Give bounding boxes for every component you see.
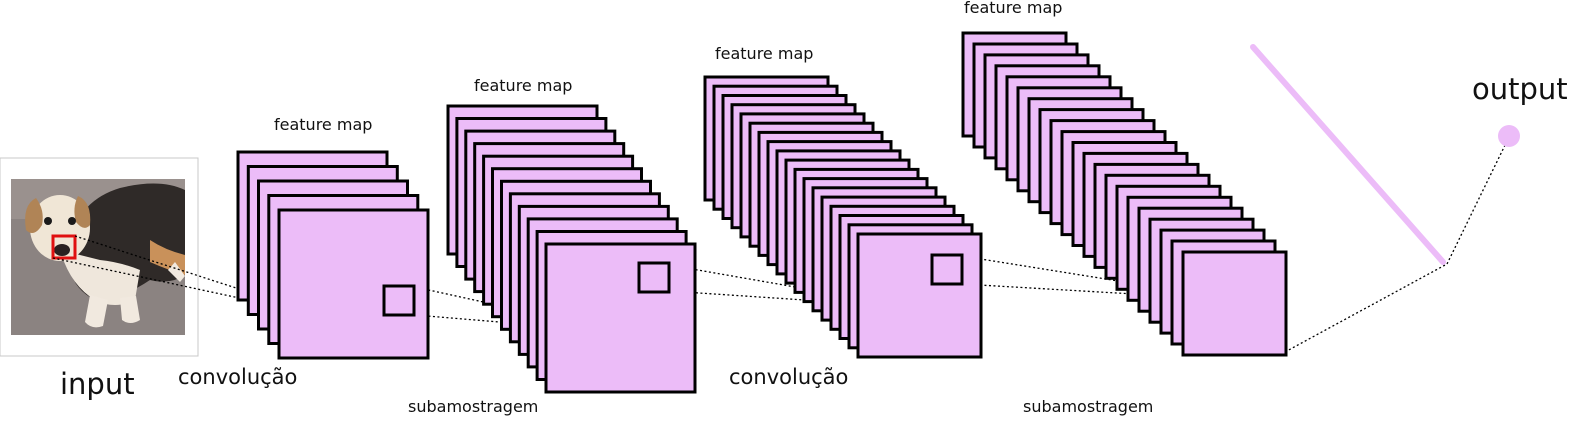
kernel-window-3 (930, 253, 964, 286)
receptive-field-marker (51, 234, 77, 260)
kernel-window-2 (637, 261, 671, 294)
feature-map-label-1: feature map (274, 115, 373, 134)
input-image (0, 157, 199, 357)
output-node (1498, 125, 1520, 147)
kernel-window-1 (382, 284, 416, 317)
input-label: input (60, 367, 135, 401)
convolution-label-2: convolução (729, 365, 849, 389)
feature-map (277, 208, 430, 360)
feature-map-stacks (236, 31, 1288, 394)
feature-map-stack-4 (961, 31, 1288, 357)
convolution-label-1: convolução (178, 365, 298, 389)
fully-connected-layer (1250, 44, 1446, 265)
feature-map-stack-2 (446, 104, 697, 394)
subsampling-label-2: subamostragem (1023, 397, 1154, 416)
feature-map-label-3: feature map (715, 44, 814, 63)
feature-map-label-2: feature map (474, 76, 573, 95)
kernel-windows (382, 253, 964, 317)
feature-map (544, 242, 697, 394)
feature-map-label-4: feature map (964, 0, 1063, 17)
feature-map-stack-1 (236, 150, 430, 360)
subsampling-label-1: subamostragem (408, 397, 539, 416)
feature-map (856, 232, 983, 359)
output-label: output (1472, 72, 1568, 106)
feature-map (1181, 250, 1288, 357)
feature-map-stack-3 (703, 75, 983, 359)
